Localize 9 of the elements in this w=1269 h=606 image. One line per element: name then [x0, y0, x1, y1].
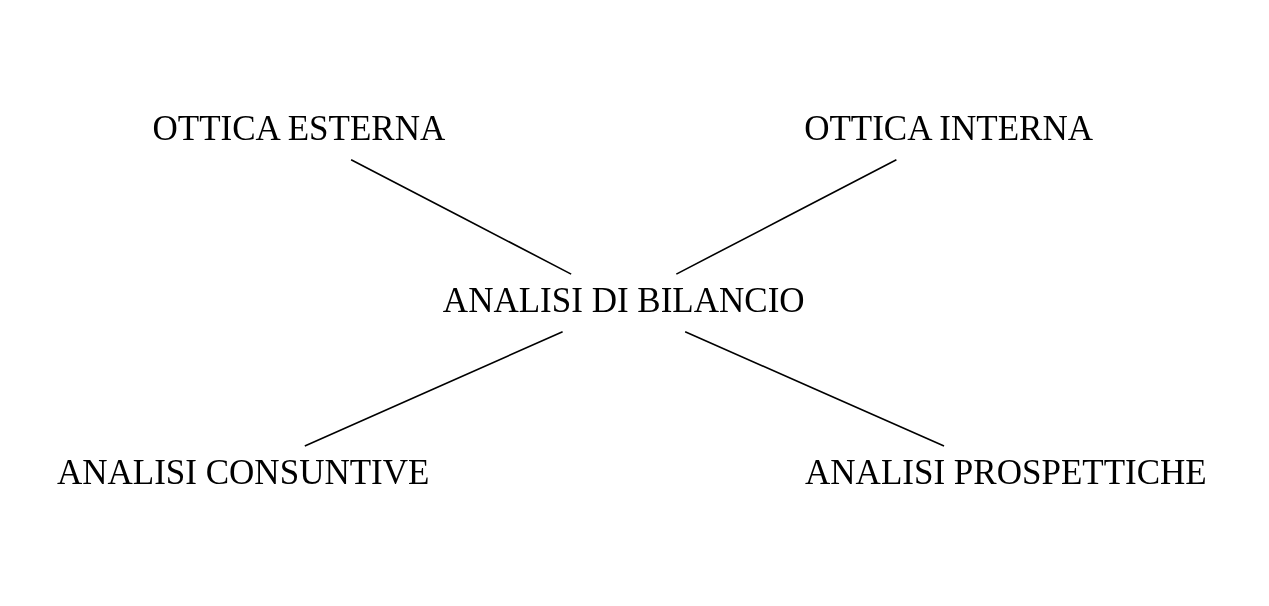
connector	[684, 330, 945, 447]
connector	[304, 330, 564, 447]
node-text: OTTICA ESTERNA	[152, 108, 446, 148]
node-text: OTTICA INTERNA	[804, 108, 1094, 148]
node-text: ANALISI CONSUNTIVE	[56, 452, 430, 492]
connector	[675, 158, 898, 275]
connector	[350, 158, 572, 275]
node-text: ANALISI DI BILANCIO	[442, 280, 805, 320]
node-text: ANALISI PROSPETTICHE	[805, 452, 1207, 492]
